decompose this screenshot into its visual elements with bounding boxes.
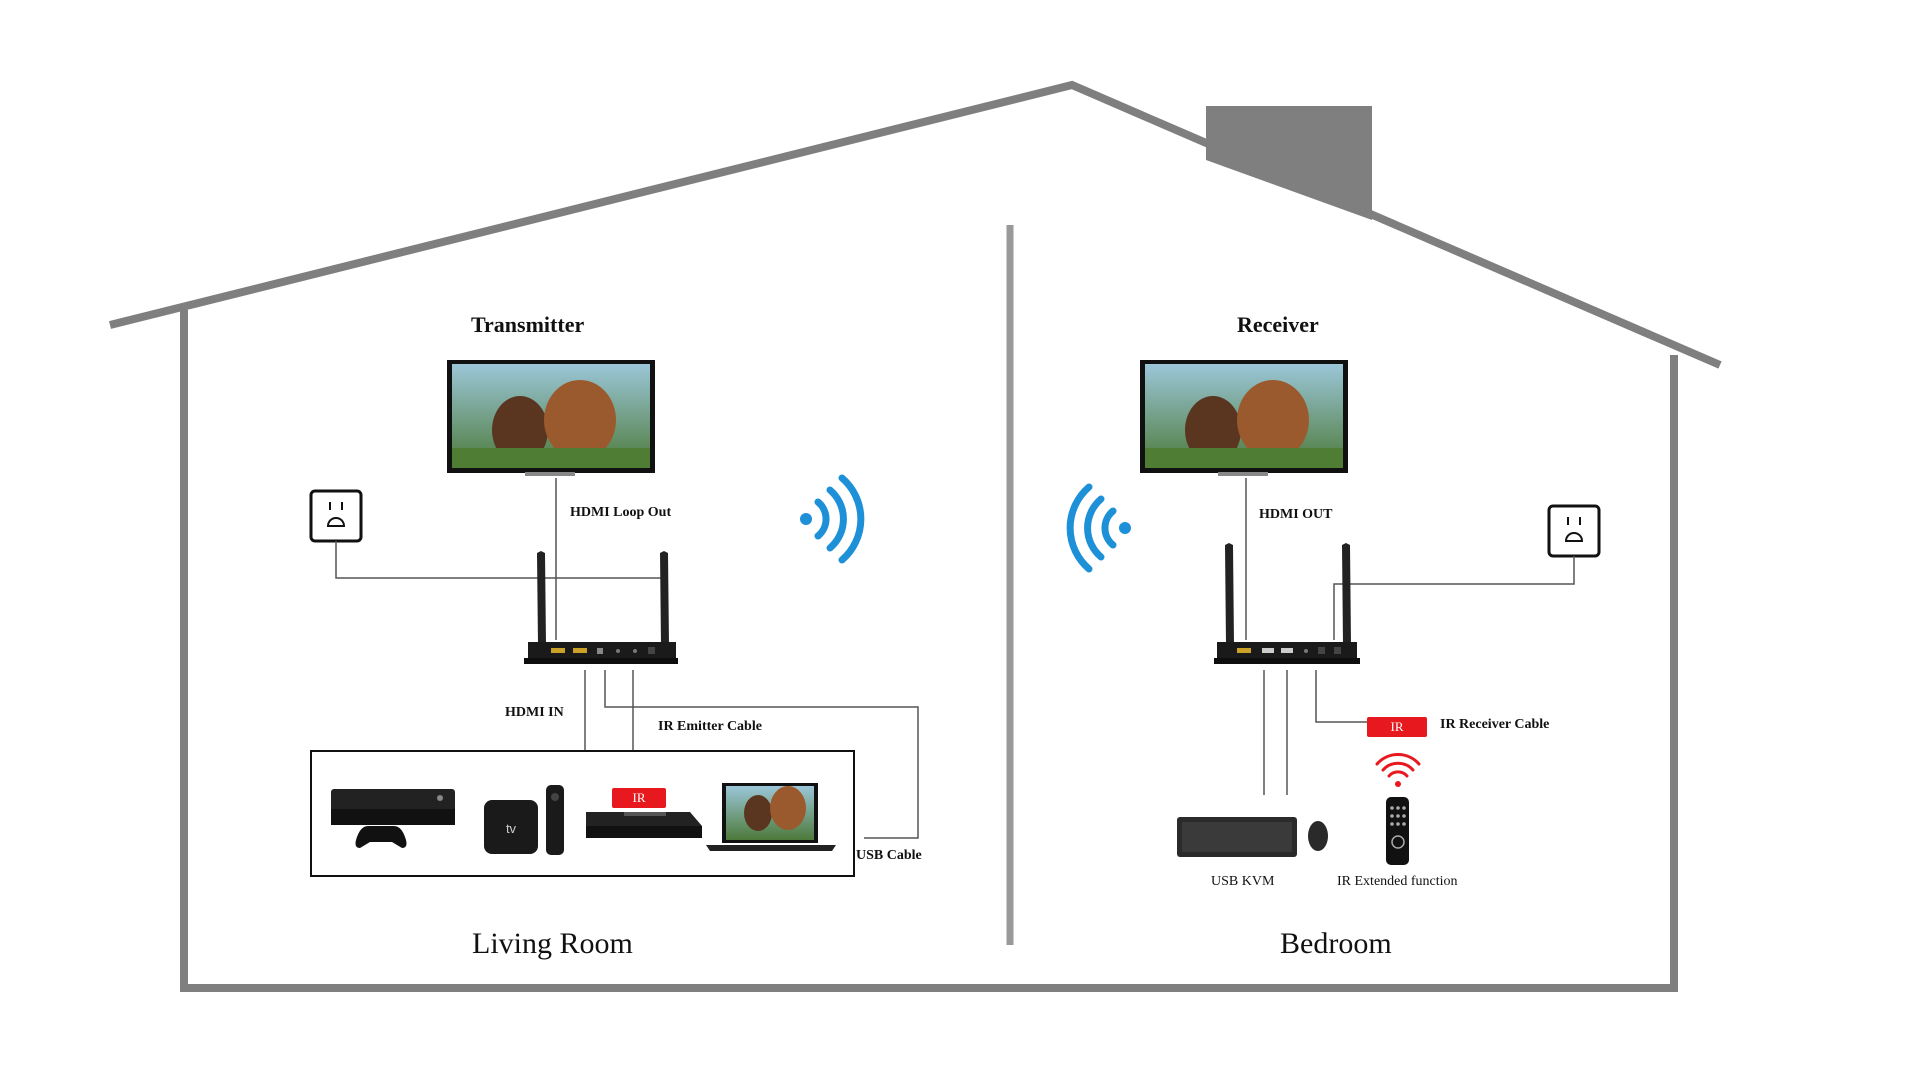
ir-extended-label: IR Extended function xyxy=(1337,874,1458,889)
keyboard-icon xyxy=(1177,817,1297,857)
transmitter-title: Transmitter xyxy=(471,312,585,337)
transmitter-box xyxy=(524,551,678,664)
xbox-console-icon xyxy=(331,789,455,848)
apple-tv-icon: tv xyxy=(484,785,564,855)
transmitter-tv xyxy=(447,360,655,476)
hdmi-out-label: HDMI OUT xyxy=(1259,507,1333,522)
wires-right xyxy=(1245,478,1575,795)
power-outlet-right xyxy=(1547,504,1601,558)
mouse-icon xyxy=(1308,821,1328,851)
wifi-signal-left xyxy=(800,474,865,564)
ir-receiver-tag: IR xyxy=(1367,717,1427,737)
ir-emitter-cable-label: IR Emitter Cable xyxy=(658,719,762,734)
laptop-icon xyxy=(706,783,836,851)
ir-signal-icon xyxy=(1375,753,1421,787)
receiver-box xyxy=(1214,543,1360,664)
power-outlet-left xyxy=(309,489,363,543)
wires-left xyxy=(335,478,919,839)
blu-ray-player-icon xyxy=(586,812,702,838)
house-outline xyxy=(109,80,1722,992)
remote-control-icon xyxy=(1386,797,1409,865)
ir-receiver-cable-label: IR Receiver Cable xyxy=(1440,717,1550,732)
bedroom-label: Bedroom xyxy=(1280,927,1392,960)
hdmi-loop-out-label: HDMI Loop Out xyxy=(570,505,672,520)
hdmi-in-label: HDMI IN xyxy=(505,705,564,720)
usb-kvm-label: USB KVM xyxy=(1211,874,1275,889)
usb-cable-label: USB Cable xyxy=(856,848,922,863)
chimney xyxy=(1206,106,1372,220)
receiver-title: Receiver xyxy=(1237,312,1319,337)
living-room-label: Living Room xyxy=(472,927,633,960)
wifi-signal-right xyxy=(1066,483,1131,573)
svg-text:tv: tv xyxy=(506,821,517,836)
ir-emitter-tag: IR xyxy=(612,788,666,808)
receiver-tv xyxy=(1140,360,1348,476)
